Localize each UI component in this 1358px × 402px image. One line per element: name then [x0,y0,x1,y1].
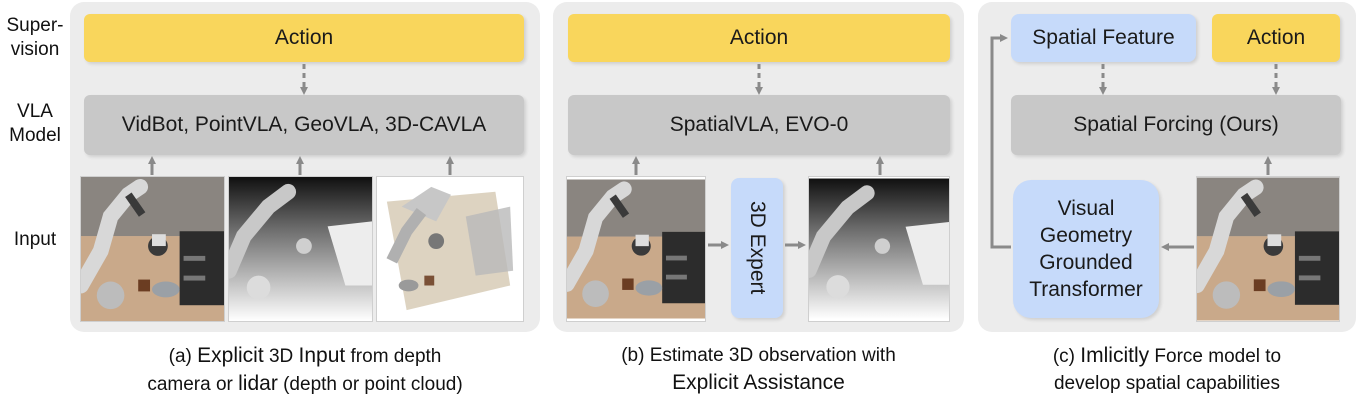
caption-c-prefix: (c) [1052,346,1081,367]
panel-b-depth-image [808,176,950,322]
caption-a-line2-part3: (depth or point cloud) [277,374,463,395]
row-label-input-text: Input [13,229,57,250]
row-label-vla-line1: VLA [17,101,53,122]
vggt-label-line1: Visual [1057,197,1115,220]
caption-b-line2: Explicit Assistance [672,371,845,394]
caption-a-prefix: (a) [168,346,198,367]
robot-scene-image [81,177,224,321]
panel-c-rgb-image [1196,176,1340,322]
robot-scene-image [1197,177,1339,321]
3d-expert-label: 3D Expert [746,201,769,295]
panel-b-model-box: SpatialVLA, EVO-0 [568,95,950,155]
panel-c-model-box: Spatial Forcing (Ours) [1011,95,1341,155]
vggt-label: Visual Geometry Grounded Transformer [1029,195,1143,303]
robot-scene-image [567,179,705,319]
row-label-input: Input [0,228,70,252]
caption-a-word1: Explicit [197,344,264,367]
panel-a-depth-image [228,176,373,322]
caption-c-line2: develop spatial capabilities [1053,373,1281,394]
panel-b-rgb-image [566,176,706,322]
vggt-label-line2: Geometry [1039,224,1133,247]
row-label-supervision-line1: Super- [6,15,64,36]
depth-map-image [809,178,949,320]
caption-a-word2: 3D [263,346,299,367]
panel-b-3d-expert-box: 3D Expert [731,178,783,318]
vggt-label-line4: Transformer [1029,278,1143,301]
caption-a-line2-part1: camera or [147,374,239,395]
caption-a-line2-part2: lidar [238,372,278,395]
caption-b-line1: (b) Estimate 3D observation with [621,345,896,366]
row-label-vla-model: VLA Model [0,100,70,148]
depth-map-image [229,177,372,321]
row-label-supervision: Super- vision [0,14,70,62]
caption-b: (b) Estimate 3D observation with Explici… [553,342,964,396]
caption-c-line1: (c) Imlicitly Force model to [978,342,1356,370]
caption-a: (a) Explicit 3D Input from depth camera … [70,342,540,398]
vggt-label-line3: Grounded [1039,251,1133,274]
caption-a-word3: Input [298,344,346,367]
row-label-vla-line2: Model [9,125,61,146]
panel-c-vggt-box: Visual Geometry Grounded Transformer [1013,180,1159,318]
panel-c-action-box: Action [1212,14,1340,62]
caption-a-word4: from depth [345,346,442,367]
panel-a-action-box: Action [84,14,524,62]
row-label-supervision-line2: vision [10,39,60,60]
caption-c-word1: Imlicitly [1080,344,1150,367]
panel-c-spatial-feature-box: Spatial Feature [1011,14,1196,62]
panel-a-rgb-image [80,176,225,322]
panel-a-pointcloud-image [376,176,524,322]
caption-a-line2: camera or lidar (depth or point cloud) [70,370,540,398]
panel-a-model-box: VidBot, PointVLA, GeoVLA, 3D-CAVLA [84,95,524,155]
caption-c: (c) Imlicitly Force model to develop spa… [978,342,1356,397]
point-cloud-image [377,177,523,321]
panel-b-action-box: Action [568,14,950,62]
caption-a-line1: (a) Explicit 3D Input from depth [70,342,540,370]
caption-c-word2: Force model to [1149,346,1282,367]
